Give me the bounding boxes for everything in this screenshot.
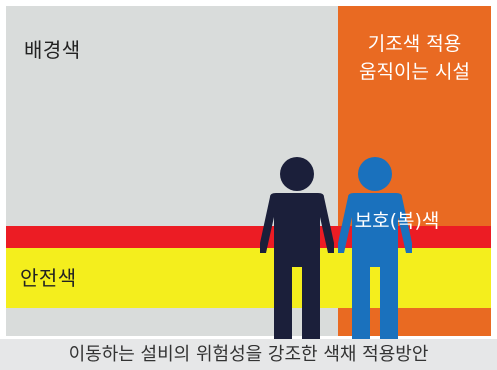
- safety-yellow-band: [6, 248, 491, 308]
- background-color-label: 배경색: [24, 38, 81, 62]
- base-color-label: 기조색 적용 움직이는 시설: [338, 30, 491, 86]
- base-color-label-line2: 움직이는 시설: [359, 61, 470, 83]
- protective-color-label: 보호(복)색: [354, 210, 440, 232]
- safety-color-label: 안전색: [20, 266, 77, 290]
- person-blue-icon: [338, 157, 412, 340]
- person-dark-icon: [260, 157, 334, 340]
- caption: 이동하는 설비의 위험성을 강조한 색채 적용방안: [0, 339, 497, 370]
- base-color-label-line1: 기조색 적용: [367, 33, 462, 55]
